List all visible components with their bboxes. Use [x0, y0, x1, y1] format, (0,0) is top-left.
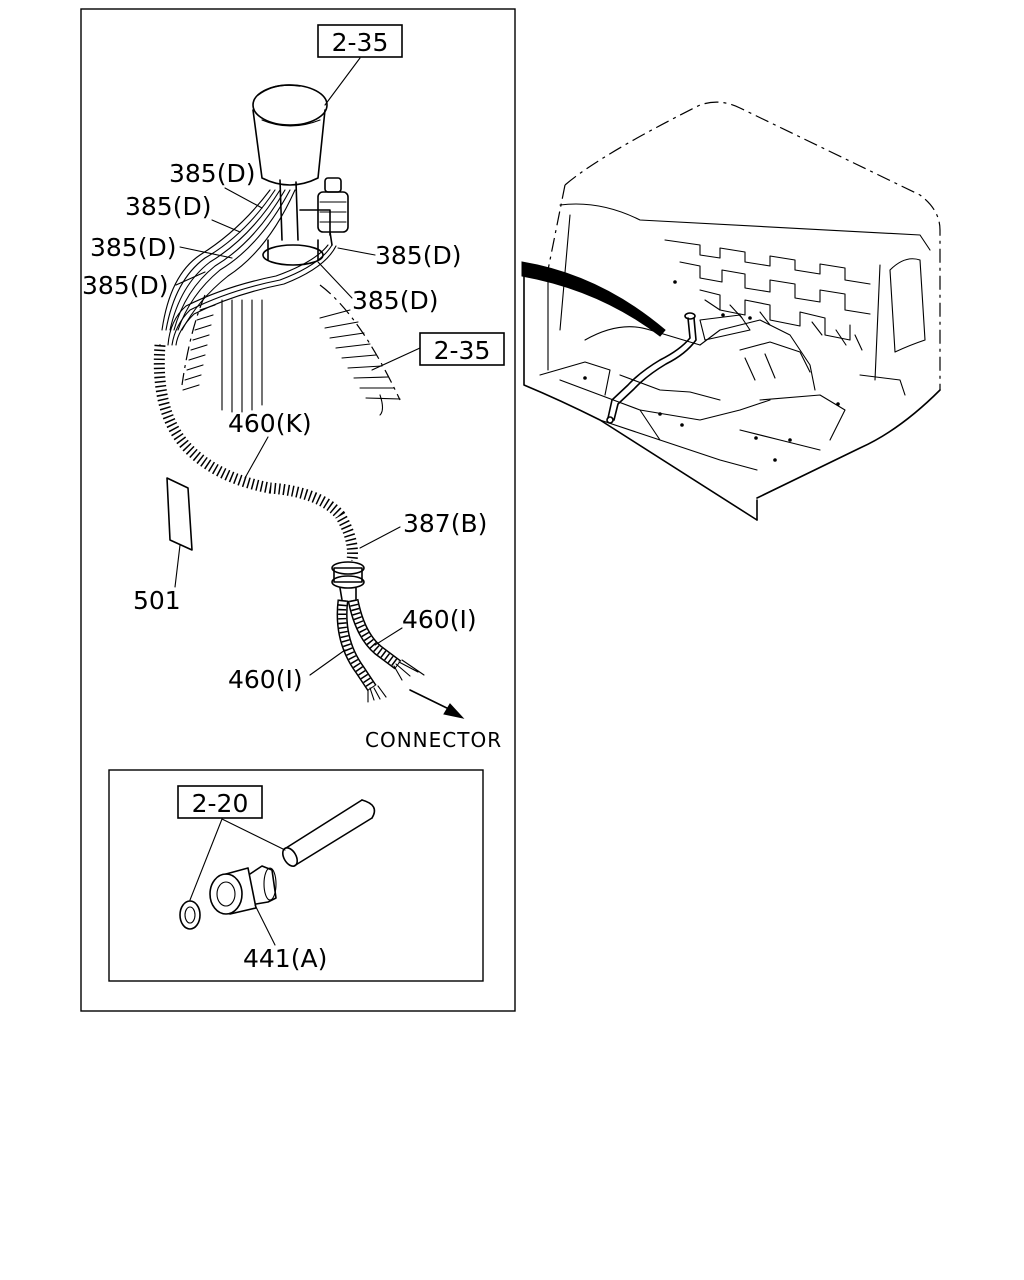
grommet	[331, 561, 365, 601]
cab-floor-illustration	[521, 101, 941, 521]
part-label-385d-4: 385(D)	[82, 271, 168, 300]
corrugated-harness	[153, 344, 358, 561]
shift-boot	[181, 284, 401, 416]
part-label-460i-right: 460(I)	[402, 605, 477, 634]
leader-lines	[174, 57, 421, 676]
part-label-460i-left: 460(I)	[228, 665, 303, 694]
switch-connector	[317, 177, 349, 246]
detail-inset: 2-20 441(A)	[108, 769, 484, 982]
ref-label-2-35-top: 2-35	[332, 28, 389, 57]
part-label-385d-3: 385(D)	[90, 233, 176, 262]
part-label-385d-2: 385(D)	[125, 192, 211, 221]
shift-lever-rod	[262, 179, 331, 266]
split-harnesses	[336, 598, 425, 703]
part-label-385d-5: 385(D)	[375, 241, 461, 270]
wire-bundles	[161, 189, 337, 346]
ref-box-2-35-side: 2-35	[419, 332, 505, 366]
connector-label: CONNECTOR	[365, 728, 502, 752]
part-label-385d-1: 385(D)	[169, 159, 255, 188]
part-label-460k: 460(K)	[228, 409, 312, 438]
ref-box-2-35-top: 2-35	[317, 24, 403, 58]
connector-arrow	[409, 689, 465, 719]
part-label-441a: 441(A)	[243, 944, 327, 973]
part-label-501: 501	[133, 586, 181, 615]
pointer-wedge	[521, 261, 666, 337]
ref-label-2-20: 2-20	[192, 789, 249, 818]
label-card	[166, 477, 193, 551]
part-label-387b: 387(B)	[403, 509, 487, 538]
ref-label-2-35-side: 2-35	[434, 336, 491, 365]
shift-knob	[252, 84, 328, 186]
part-label-385d-6: 385(D)	[352, 286, 438, 315]
